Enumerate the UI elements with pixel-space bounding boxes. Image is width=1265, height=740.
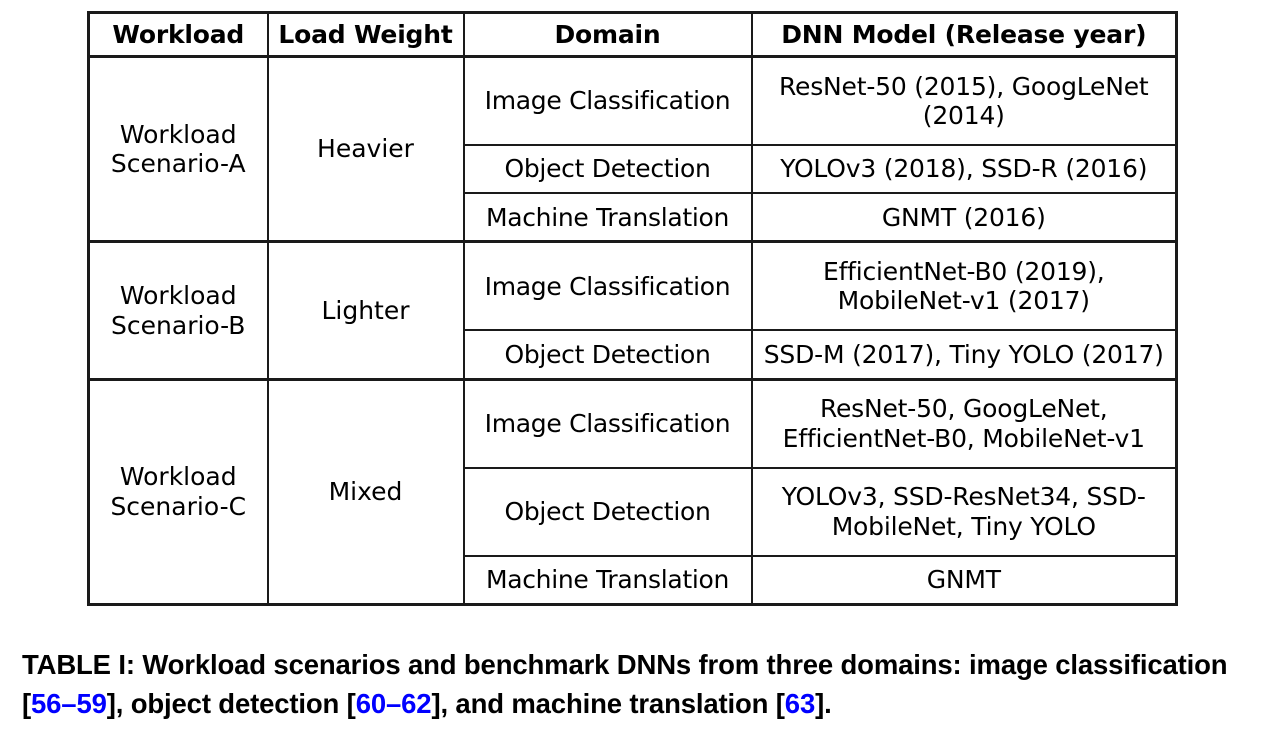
domain-cell: Image Classification <box>462 377 753 469</box>
header-domain: Domain <box>462 11 753 58</box>
model-cell: GNMT <box>750 554 1178 606</box>
caption-part-3: ], and machine translation [ <box>431 688 785 720</box>
workload-benchmark-table: Workload Load Weight Domain DNN Model (R… <box>87 11 1178 606</box>
model-cell: GNMT (2016) <box>750 192 1178 243</box>
weight-cell-a: Heavier <box>266 54 465 243</box>
domain-cell: Image Classification <box>462 55 753 147</box>
caption-part-1: Workload scenarios and benchmark DNNs fr… <box>22 649 1228 720</box>
table-row: Machine Translation GNMT <box>89 554 1178 606</box>
model-cell: YOLOv3 (2018), SSD-R (2016) <box>750 144 1178 195</box>
domain-cell: Object Detection <box>462 466 753 557</box>
domain-cell: Machine Translation <box>462 554 753 606</box>
header-workload: Workload <box>87 11 269 58</box>
weight-cell-c: Mixed <box>266 377 465 606</box>
header-load-weight: Load Weight <box>266 11 465 58</box>
domain-cell: Object Detection <box>462 329 753 381</box>
table-caption: TABLE I: Workload scenarios and benchmar… <box>22 645 1247 723</box>
table-row: Object Detection YOLOv3, SSD-ResNet34, S… <box>89 466 1178 557</box>
header-row: Workload Load Weight Domain DNN Model (R… <box>87 11 1178 58</box>
caption-label: TABLE I: <box>22 649 135 680</box>
model-cell: YOLOv3, SSD-ResNet34, SSD-MobileNet, Tin… <box>750 466 1178 557</box>
table-row: Object Detection YOLOv3 (2018), SSD-R (2… <box>89 144 1178 195</box>
caption-part-4: ]. <box>815 688 832 720</box>
domain-cell: Machine Translation <box>462 192 753 243</box>
citation-ref-2: 60–62 <box>355 688 432 720</box>
model-cell: ResNet-50, GoogLeNet, EfficientNet-B0, M… <box>750 377 1178 469</box>
header-dnn-model: DNN Model (Release year) <box>750 11 1178 58</box>
citation-ref-3: 63 <box>784 688 816 720</box>
caption-part-2: ], object detection [ <box>106 688 356 720</box>
table-row: Object Detection SSD-M (2017), Tiny YOLO… <box>89 329 1178 381</box>
table-row: Machine Translation GNMT (2016) <box>89 192 1178 243</box>
model-cell: ResNet-50 (2015), GoogLeNet (2014) <box>750 55 1178 147</box>
model-cell: SSD-M (2017), Tiny YOLO (2017) <box>750 329 1178 381</box>
citation-ref-1: 56–59 <box>31 688 107 720</box>
table-container: Workload Load Weight Domain DNN Model (R… <box>87 11 1178 606</box>
domain-cell: Image Classification <box>462 240 753 332</box>
weight-cell-b: Lighter <box>266 240 465 381</box>
model-cell: EfficientNet-B0 (2019), MobileNet-v1 (20… <box>750 240 1178 332</box>
domain-cell: Object Detection <box>462 144 753 195</box>
table-header: Workload Load Weight Domain DNN Model (R… <box>87 11 1178 58</box>
